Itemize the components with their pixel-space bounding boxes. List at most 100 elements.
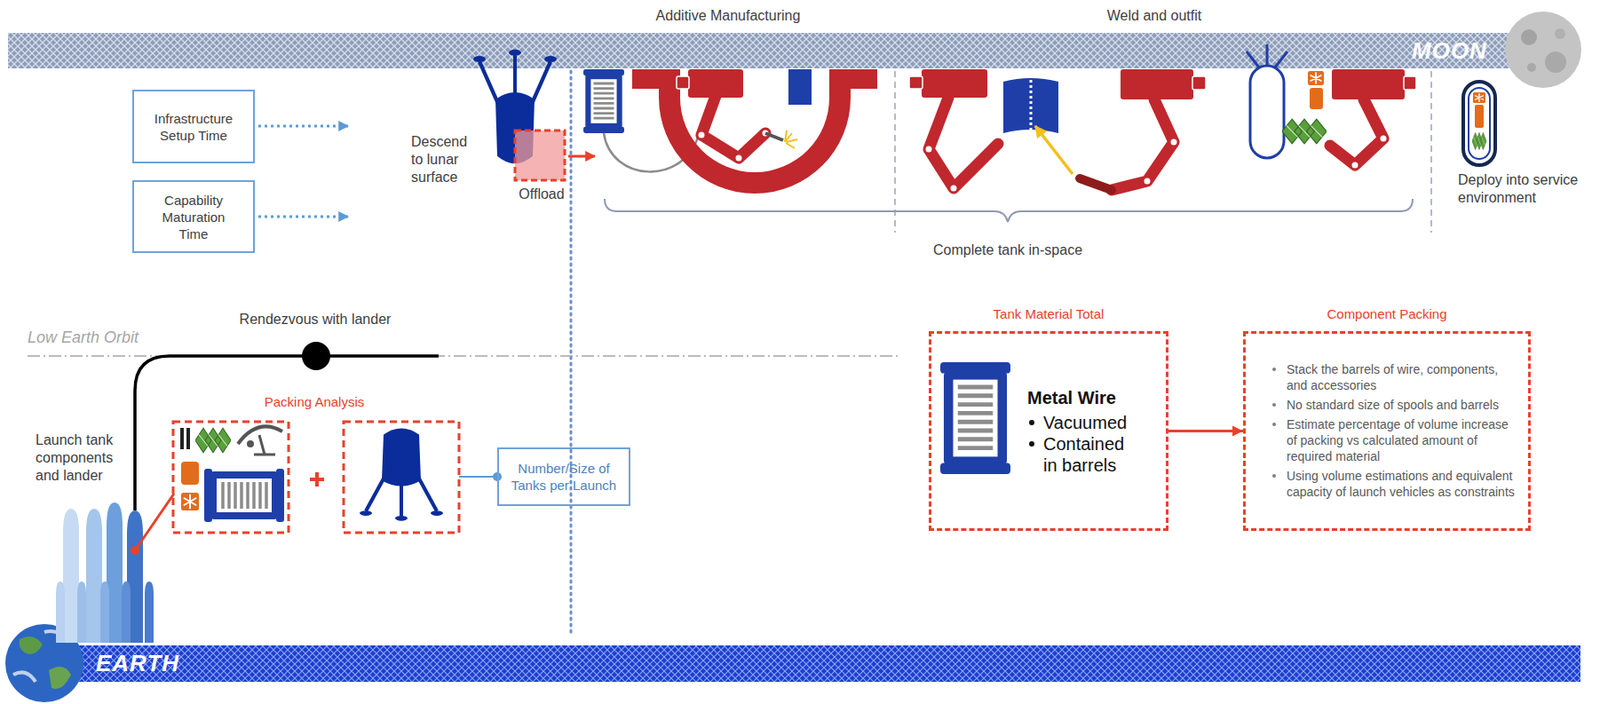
welding-robots xyxy=(1079,178,1112,191)
welding-robots xyxy=(950,184,959,193)
payload-box xyxy=(253,453,276,457)
additive-manufacturing-robot xyxy=(697,131,706,140)
finished-tank xyxy=(1468,87,1490,159)
earth-surface-band xyxy=(53,645,1581,682)
outfitting-robot xyxy=(1309,87,1323,110)
payload-box xyxy=(186,427,191,450)
wire-barrel-icon xyxy=(940,362,1011,475)
bullet-dot xyxy=(1272,367,1276,372)
finished-tank xyxy=(1463,81,1496,166)
descending-lander xyxy=(568,155,595,159)
payload-box xyxy=(181,461,199,485)
box-text: Infrastructure Setup Time xyxy=(150,110,238,144)
moon-globe xyxy=(1544,51,1567,73)
moon-globe xyxy=(1504,11,1582,88)
welding-robots xyxy=(1192,76,1206,90)
welding-robots xyxy=(1111,99,1174,191)
lander-box xyxy=(343,421,460,533)
finished-tank xyxy=(1473,92,1486,103)
outfitting-robot xyxy=(1250,65,1284,159)
payload-box xyxy=(204,468,285,523)
payload-box xyxy=(181,492,199,511)
payload-leader xyxy=(130,493,175,555)
finished-tank xyxy=(1474,104,1484,128)
outfitting-robot xyxy=(1246,44,1288,68)
earth-surface-band xyxy=(53,645,1581,682)
box-title: Metal Wire xyxy=(1027,387,1117,409)
box-text: Capability Maturation Time xyxy=(150,191,238,243)
rocket-stack xyxy=(86,508,103,643)
span-bracket xyxy=(604,198,1413,222)
material-box: Tank Material TotalMetal WireVacuumedCon… xyxy=(928,331,1169,531)
payload-box xyxy=(195,427,231,453)
rocket-stack xyxy=(100,581,110,643)
additive-manufacturing-robot xyxy=(583,69,878,194)
additive-manufacturing-robot xyxy=(676,76,690,89)
box-text: Number/Size of Tanks per Launch xyxy=(509,459,618,494)
plus-sign xyxy=(309,472,325,487)
flow-arrow xyxy=(1168,429,1244,433)
finished-tank xyxy=(1463,81,1496,166)
phase-divider xyxy=(1430,71,1433,233)
span-bracket xyxy=(604,198,1413,222)
time-arrow xyxy=(258,215,349,219)
bullet-text: Vacuumed xyxy=(1043,411,1136,434)
bullet-item: Contained in barrels xyxy=(1027,433,1136,476)
rocket-stack xyxy=(55,581,65,643)
additive-manufacturing-robot xyxy=(765,133,784,141)
outfitting-robot xyxy=(1403,76,1417,90)
plus-sign xyxy=(309,472,325,487)
body-name: EARTH xyxy=(95,649,230,678)
phase-divider xyxy=(894,71,896,233)
outfitting-robot xyxy=(1330,99,1384,166)
descending-lander xyxy=(514,130,565,181)
outfitting-robot xyxy=(1351,161,1360,170)
welding-robots xyxy=(1170,138,1179,147)
step-label: Launch tank components and lander xyxy=(35,431,125,485)
welding-robots xyxy=(909,76,923,89)
moon-globe xyxy=(1520,29,1537,46)
packing-box: Component PackingStack the barrels of wi… xyxy=(1243,331,1531,531)
moon-surface-band xyxy=(7,32,1532,69)
bullet-item: Using volume estimations and equivalent … xyxy=(1275,467,1516,500)
moon-globe xyxy=(1504,11,1582,88)
wire-barrel-icon xyxy=(940,362,1011,475)
payload-box xyxy=(173,421,289,533)
additive-manufacturing-robot xyxy=(701,95,766,159)
additive-manufacturing-robot xyxy=(788,69,812,105)
rocket-stack xyxy=(121,581,131,643)
bullet-text: Estimate percentage of volume increase o… xyxy=(1286,416,1516,465)
additive-manufacturing-robot xyxy=(735,154,744,163)
payload-box xyxy=(246,440,254,448)
bullet-dot xyxy=(1272,422,1276,427)
bullet-text: Contained in barrels xyxy=(1043,433,1136,476)
orbit-label: Low Earth Orbit xyxy=(27,327,188,348)
leader-line xyxy=(459,472,502,482)
payload-box xyxy=(173,421,289,533)
earth-globe xyxy=(48,666,72,690)
bullet-item: Estimate percentage of volume increase o… xyxy=(1275,416,1516,465)
welding-robots xyxy=(928,97,999,189)
lander-box xyxy=(343,421,460,533)
launch-trajectory xyxy=(134,341,439,511)
bullet-dot xyxy=(1272,474,1276,478)
time-arrow xyxy=(258,126,349,217)
outfitting-robot xyxy=(1331,69,1405,100)
payload-leader xyxy=(130,546,140,555)
welding-robots xyxy=(1003,78,1059,134)
welding-robots xyxy=(909,69,1206,193)
bullet-dot xyxy=(1272,403,1276,407)
timing-box: Capability Maturation Time xyxy=(132,180,255,254)
outfitting-robot xyxy=(1307,71,1324,86)
bullet-text: Stack the barrels of wire, components, a… xyxy=(1286,361,1516,394)
moon-surface-band xyxy=(7,32,1532,69)
earth-globe xyxy=(13,672,36,682)
additive-manufacturing-robot xyxy=(829,69,878,89)
finished-tank xyxy=(1472,132,1487,150)
moon-globe xyxy=(1527,63,1537,72)
moon-globe xyxy=(1554,28,1566,40)
body-name: MOON xyxy=(1411,37,1501,64)
